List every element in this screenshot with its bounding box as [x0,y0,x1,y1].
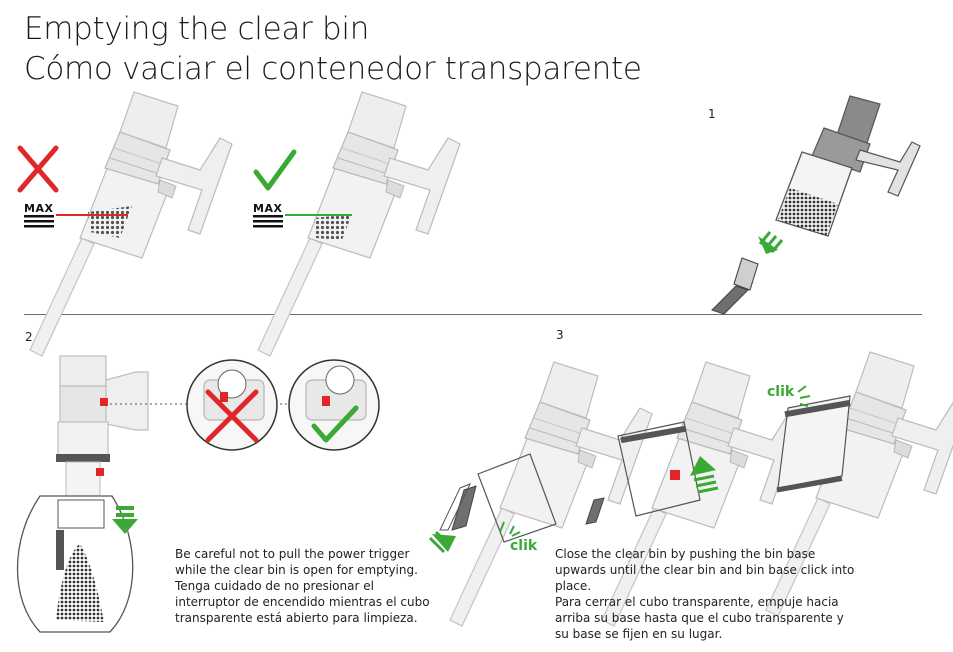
max-label-right: MAX [253,202,282,215]
clik-label-2: clik [767,384,795,400]
click-marks-2: clik [767,384,811,407]
vacuum-over-bag [16,355,149,633]
step-2-caption-english: Be careful not to pull the power trigger… [175,547,418,577]
max-marker-right: MAX [253,202,352,228]
green-arrow-icon-push [690,456,719,494]
green-check-icon [253,149,297,191]
green-arrow-icon-down [112,506,138,534]
step-3-caption: Close the clear bin by pushing the bin b… [555,546,855,642]
step-1-number: 1 [708,107,716,121]
step-2-caption-spanish: Tenga cuidado de no presionar el interru… [175,579,430,625]
vacuum-correct-fill [257,91,461,357]
step-3-caption-english: Close the clear bin by pushing the bin b… [555,547,855,593]
page-title-english: Emptying the clear bin [24,11,370,47]
step-2-caption: Be careful not to pull the power trigger… [175,546,435,626]
section-divider [24,314,922,315]
step-3-number: 3 [556,328,564,342]
green-arrow-icon [758,231,784,254]
vacuum-bin-closing [585,361,805,627]
vacuum-bin-open [439,361,653,627]
clik-label-1: clik [510,538,538,554]
step-2-number: 2 [25,330,33,344]
trigger-detail-right [288,359,380,451]
step-3-caption-spanish: Para cerrar el cubo transparente, empuje… [555,595,844,641]
vacuum-wand-release [711,95,921,315]
click-marks-1: clik [499,521,538,554]
vacuum-overfilled [29,91,233,357]
max-marker-wrong: MAX [24,202,128,228]
vacuum-bin-closed [765,351,953,617]
trigger-detail-wrong [186,359,278,451]
max-label-wrong: MAX [24,202,53,215]
red-cross-icon [17,145,59,193]
green-arrow-icon-up [428,530,456,554]
page-title-spanish: Cómo vaciar el contenedor transparente [24,51,642,87]
